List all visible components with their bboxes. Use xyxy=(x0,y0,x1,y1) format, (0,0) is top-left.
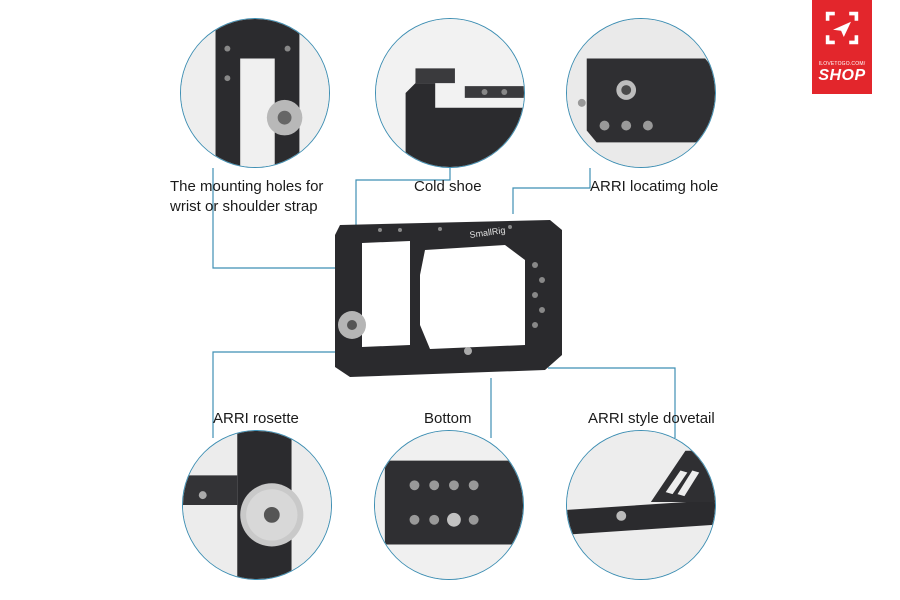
label-cold-shoe: Cold shoe xyxy=(414,178,482,195)
label-arri-rosette: ARRI rosette xyxy=(213,410,299,427)
shop-logo[interactable]: ILOVETOGO.COM/ SHOP xyxy=(812,0,872,94)
frame-plane-icon xyxy=(825,11,859,45)
label-arri-locating-hole: ARRI locatimg hole xyxy=(590,178,719,195)
logo-text: SHOP xyxy=(818,67,866,84)
detail-circle-arri-dovetail xyxy=(566,430,716,580)
cage-brand-text: SmallRig xyxy=(469,225,506,240)
logo-tagline: ILOVETOGO.COM/ xyxy=(818,61,866,67)
detail-circle-mounting-holes xyxy=(180,18,330,168)
label-arri-dovetail: ARRI style dovetail xyxy=(588,410,715,427)
detail-circle-arri-locating-hole xyxy=(566,18,716,168)
camera-cage-image: SmallRig xyxy=(335,220,562,377)
label-mounting-holes: The mounting holes for wrist or shoulder… xyxy=(170,178,324,215)
detail-circle-cold-shoe xyxy=(375,18,525,168)
detail-circle-arri-rosette xyxy=(182,430,332,580)
detail-circle-bottom xyxy=(374,430,524,580)
label-bottom: Bottom xyxy=(424,410,472,427)
